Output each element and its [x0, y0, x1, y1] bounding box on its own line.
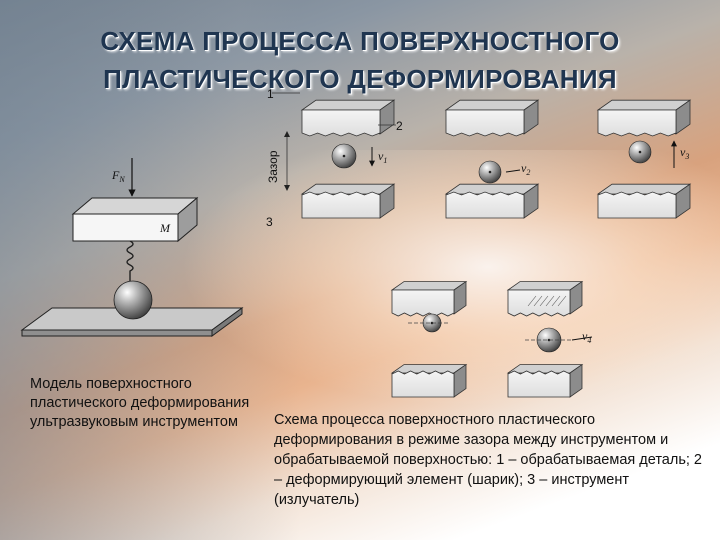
v4-label: v4	[582, 329, 591, 345]
workpiece-2-top	[444, 99, 540, 111]
tool-1-front	[301, 191, 381, 219]
workpiece-1-top	[300, 99, 396, 111]
workpiece-3-front	[597, 109, 677, 137]
label-1: 1	[267, 87, 274, 101]
gap-label: Зазор	[266, 150, 280, 183]
v4-leader	[571, 336, 593, 341]
workpiece-3-top	[596, 99, 692, 111]
tool-5-top	[506, 364, 584, 374]
tool-1-top	[300, 183, 396, 195]
dimple-hatch-4	[545, 295, 555, 307]
title-line-1: СХЕМА ПРОЦЕССА ПОВЕРХНОСТНОГО	[100, 26, 620, 56]
dimple-hatch-2	[533, 295, 543, 307]
model-mass-front	[72, 213, 179, 242]
process-caption: Схема процесса поверхностного пластическ…	[274, 412, 702, 508]
workpiece-5-front	[507, 289, 571, 317]
tool-3-top	[596, 183, 692, 195]
workpiece-5-top	[506, 281, 584, 291]
workpiece-4-top	[390, 281, 468, 291]
dimple-hatch-1	[527, 295, 537, 307]
tool-4-top	[390, 364, 468, 374]
model-plate-edge	[21, 329, 213, 337]
model-diagram: M FN	[20, 158, 244, 337]
model-spring	[126, 240, 134, 281]
dimple-hatch-6	[557, 295, 567, 307]
title-line-2: ПЛАСТИЧЕСКОГО ДЕФОРМИРОВАНИЯ	[103, 64, 617, 94]
v3-label: v3	[680, 145, 689, 161]
model-mass-top	[71, 197, 199, 215]
tool-4-front	[391, 370, 455, 398]
force-label: FN	[111, 168, 125, 184]
model-plate-side	[211, 307, 243, 337]
ball-3-center	[638, 150, 642, 154]
gap-arrow-bottom	[284, 185, 290, 191]
v2-leader	[505, 169, 521, 173]
model-caption: Модель поверхностного пластического дефо…	[30, 376, 250, 430]
dimple-hatch-3	[539, 295, 549, 307]
process-diagram: 1 2 3 Зазор v1 v2 v3 v4	[266, 87, 692, 398]
workpiece-2-front	[445, 109, 525, 137]
label-2: 2	[396, 119, 403, 133]
v2-label: v2	[521, 161, 530, 177]
gap-arrow-top	[284, 131, 290, 137]
workpiece-1-front	[301, 109, 381, 137]
tool-5-front	[507, 370, 571, 398]
workpiece-4-front	[391, 289, 455, 317]
dimple-hatch-5	[551, 295, 561, 307]
label-3: 3	[266, 215, 273, 229]
tool-2-front	[445, 191, 525, 219]
model-ball	[113, 280, 153, 320]
tool-3-front	[597, 191, 677, 219]
slide-title: СХЕМА ПРОЦЕССА ПОВЕРХНОСТНОГО ПЛАСТИЧЕСК…	[0, 22, 720, 98]
v1-label: v1	[378, 149, 387, 165]
ball-2-center	[488, 170, 492, 174]
mass-label: M	[159, 221, 171, 235]
tool-2-top	[444, 183, 540, 195]
ball-1-center	[342, 154, 346, 158]
